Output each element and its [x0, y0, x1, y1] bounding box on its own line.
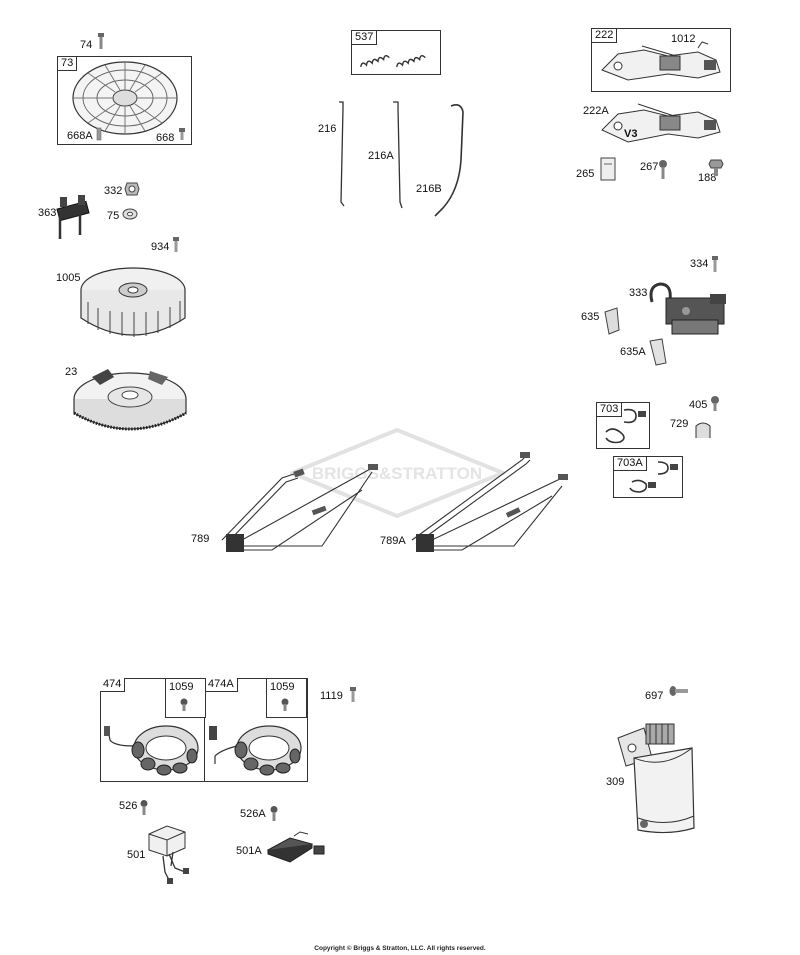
callout-216B: 216B	[416, 183, 442, 195]
control-bracket-222A	[601, 103, 721, 143]
box-537: 537	[351, 30, 441, 75]
control-bracket-222	[601, 41, 721, 81]
callout-216: 216	[318, 123, 337, 135]
fan-1005	[80, 267, 186, 337]
callout-789A: 789A	[380, 535, 406, 547]
callout-75: 75	[107, 210, 120, 222]
callout-635A: 635A	[620, 346, 646, 358]
callout-1059-b: 1059	[270, 681, 295, 693]
callout-216A: 216A	[368, 150, 394, 162]
callout-1005: 1005	[56, 272, 81, 284]
callout-265: 265	[576, 168, 595, 180]
alternator-474A	[209, 725, 302, 776]
callout-405: 405	[689, 399, 708, 411]
flywheel-23	[73, 369, 187, 431]
link-216B	[434, 104, 464, 217]
alternator-474	[104, 725, 199, 776]
clip-703	[605, 408, 646, 444]
spark-plug-boot-635	[604, 307, 620, 335]
callout-363: 363	[38, 207, 57, 219]
box-1059-a: 1059	[165, 678, 206, 718]
callout-789: 789	[191, 533, 210, 545]
screw-934	[173, 237, 179, 252]
regulator-501A	[266, 831, 325, 863]
screw-267	[659, 160, 667, 179]
callout-1012: 1012	[671, 33, 696, 45]
callout-23: 23	[65, 366, 78, 378]
clutch-363	[56, 195, 90, 239]
bolt-697	[669, 686, 688, 696]
screw-526A	[270, 806, 278, 821]
callout-703A: 703A	[614, 457, 647, 471]
callout-526A: 526A	[240, 808, 266, 820]
spark-plug-boot-635A	[649, 338, 667, 366]
armature-333	[649, 282, 726, 335]
box-divider	[204, 678, 205, 781]
link-216A	[393, 101, 403, 209]
nut-332	[124, 182, 140, 196]
callout-703: 703	[597, 403, 623, 417]
screw-1059-b	[281, 698, 289, 711]
box-703: 703	[596, 402, 650, 449]
callout-635: 635	[581, 311, 600, 323]
clip-703A	[629, 461, 678, 493]
harness-789	[221, 464, 378, 552]
stud-668A	[96, 127, 102, 141]
rotating-screen-73	[72, 61, 178, 135]
washer-75	[122, 208, 138, 220]
callout-501A: 501A	[236, 845, 262, 857]
callout-222: 222	[592, 29, 618, 43]
screw-668	[179, 128, 185, 140]
callout-334: 334	[690, 258, 709, 270]
callout-729: 729	[670, 418, 689, 430]
link-216	[339, 101, 345, 207]
starter-motor-309	[617, 723, 695, 834]
callout-74: 74	[80, 39, 93, 51]
box-1059-b: 1059	[266, 678, 307, 718]
callout-309: 309	[606, 776, 625, 788]
callout-222A: 222A	[583, 105, 609, 117]
screw-1059-a	[180, 698, 188, 711]
callout-474A: 474A	[205, 678, 238, 692]
screw-334	[712, 256, 718, 272]
callout-501: 501	[127, 849, 146, 861]
callout-267: 267	[640, 161, 659, 173]
callout-V3: V3	[624, 128, 638, 140]
harness-789A	[411, 452, 568, 552]
screw-526	[140, 800, 148, 815]
callout-934: 934	[151, 241, 170, 253]
callout-1059-a: 1059	[169, 681, 194, 693]
screw-74	[98, 33, 104, 49]
bracket-265	[600, 157, 616, 181]
callout-1119: 1119	[320, 690, 343, 702]
callout-73: 73	[58, 57, 78, 71]
callout-333: 333	[629, 287, 648, 299]
copyright-notice: Copyright © Briggs & Stratton, LLC. All …	[314, 945, 486, 952]
callout-526: 526	[119, 800, 138, 812]
screw-1119	[350, 687, 356, 702]
clip-729	[695, 422, 711, 438]
callout-537: 537	[352, 31, 378, 45]
box-703A: 703A	[613, 456, 683, 498]
callout-474: 474	[100, 678, 126, 692]
callout-668A: 668A	[67, 130, 93, 142]
springs-537	[360, 54, 426, 68]
screw-405	[711, 396, 719, 411]
bolt-188	[708, 159, 724, 176]
callout-668: 668	[156, 132, 175, 144]
callout-188: 188	[698, 172, 717, 184]
callout-697: 697	[645, 690, 664, 702]
callout-332: 332	[104, 185, 123, 197]
regulator-501	[148, 825, 189, 884]
